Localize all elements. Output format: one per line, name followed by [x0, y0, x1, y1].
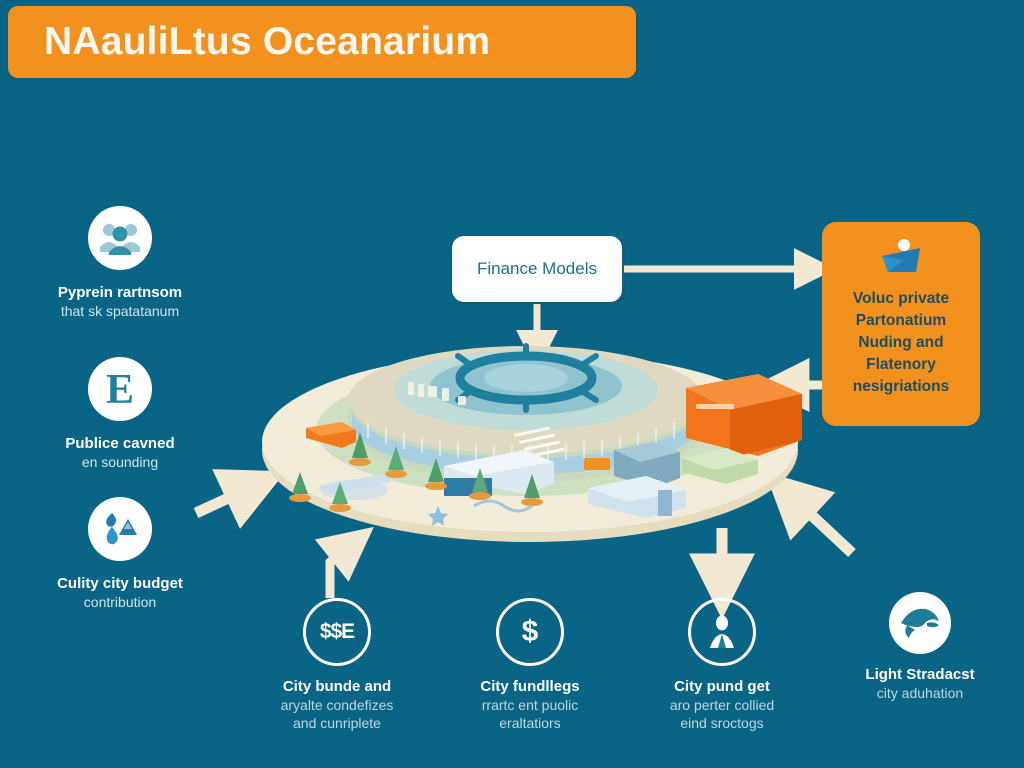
bottom-item-city-bonds[interactable]: $$E City bunde and aryalte condefizes an… — [237, 598, 437, 732]
bottom-item-label-main: City pund get — [674, 678, 770, 695]
left-item-public-funding[interactable]: E Publice cavned en sounding — [15, 357, 225, 471]
left-item-label-main: Culity city budget — [57, 575, 183, 592]
boat-icon — [882, 239, 920, 272]
bottom-item-label-sub: aro perter collied eind sroctogs — [669, 697, 775, 731]
private-partnership-panel[interactable]: Voluc private Partonatium Nuding and Fla… — [822, 222, 980, 426]
plaza-path-marks — [473, 499, 533, 513]
finance-models-label: Finance Models — [476, 259, 597, 278]
left-item-label-main: Publice cavned — [65, 435, 175, 452]
dollar-sign-icon: $ — [496, 598, 564, 666]
glass-facade-band — [352, 408, 700, 474]
bottom-item-label-main: City fundllegs — [480, 678, 580, 695]
money-sse-icon: $$E — [303, 598, 371, 666]
roof-signage — [408, 382, 466, 405]
bottom-item-city-partners[interactable]: City pund get aro perter collied eind sr… — [622, 598, 822, 732]
bottom-item-city-funding[interactable]: $ City fundllegs rrartc ent puolic eralt… — [430, 598, 630, 732]
left-item-label-sub: contribution — [83, 594, 157, 611]
dollar-glyph: $ — [521, 615, 539, 648]
bottom-item-label-main: Light Stradacst — [865, 666, 975, 683]
private-partnership-text: Voluc private Partonatium Nuding and Fla… — [852, 290, 950, 395]
bottom-item-label-main: City bunde and — [282, 678, 392, 695]
left-item-city-budget[interactable]: Culity city budget contribution — [15, 497, 225, 611]
entrance-sign — [584, 458, 610, 470]
service-building-orange — [686, 374, 802, 458]
plaza-vehicles — [306, 422, 758, 518]
plaza-star — [428, 506, 448, 526]
left-item-label-main: Pyprein rartnsom — [57, 284, 183, 301]
businessman-icon — [688, 598, 756, 666]
left-item-partners[interactable]: Pyprein rartnsom that sk spatatanum — [15, 206, 225, 320]
oceanarium-illustration — [262, 343, 802, 542]
title-banner: NAauliLtus Oceanarium — [8, 6, 636, 78]
money-sse-glyph: $$E — [319, 620, 355, 643]
water-drop-flame-icon — [88, 497, 152, 561]
left-item-label-sub: that sk spatatanum — [60, 303, 180, 320]
people-group-icon — [88, 206, 152, 270]
plaza-trees — [289, 432, 543, 512]
bottom-item-label-sub: aryalte condefizes and cunriplete — [280, 697, 394, 731]
finance-models-node[interactable]: Finance Models — [452, 236, 622, 302]
rooftop-struts — [455, 343, 599, 413]
letter-e-icon: E — [88, 357, 152, 421]
arrow-bottom1-to-building — [314, 526, 374, 598]
left-item-label-sub: en sounding — [81, 454, 159, 471]
rooftop-dome-core — [484, 364, 568, 392]
svg-text:E: E — [106, 367, 134, 411]
bottom-item-label-sub: city aduhation — [876, 685, 964, 702]
bottom-item-label-sub: rrartc ent puolic eraltatiors — [481, 697, 579, 731]
dolphin-icon — [889, 592, 951, 654]
bottom-item-light-broadcast[interactable]: Light Stradacst city aduhation — [820, 592, 1020, 703]
page-title: NAauliLtus Oceanarium — [44, 20, 491, 63]
crosswalk — [513, 426, 565, 458]
